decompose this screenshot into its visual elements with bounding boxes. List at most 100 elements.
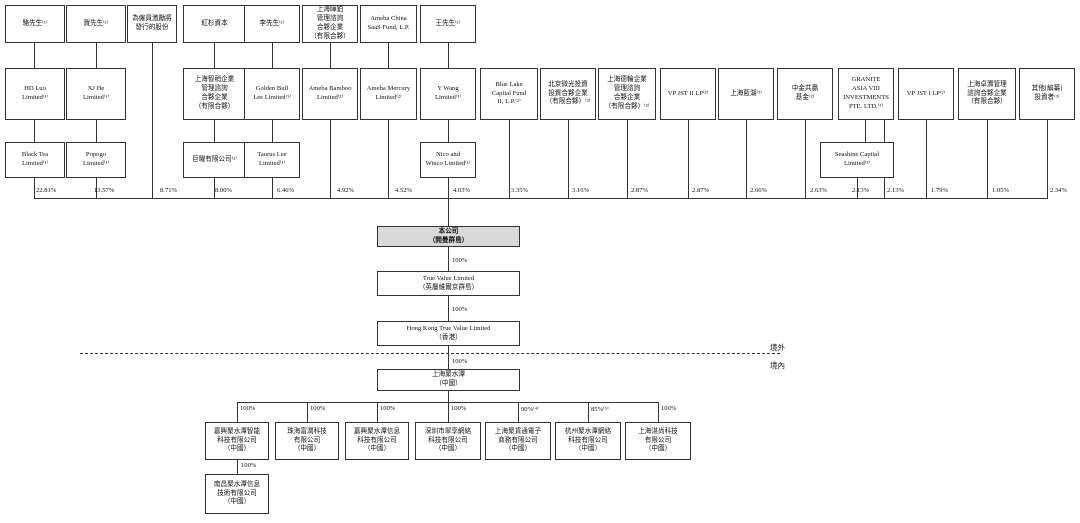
pct-label: 2.13% — [887, 187, 905, 194]
entity-golden-bull-lee: Golden Bull Lee Limited⁽¹⁾ — [244, 68, 300, 120]
subsidiary-hangzhou-jushuitan: 杭州聚水潭網絡 科技有限公司 （中國） — [555, 422, 621, 460]
connector — [448, 402, 449, 422]
connector — [96, 178, 97, 198]
entity-nico-winco: Nico and Winco Limited⁽¹⁾ — [420, 142, 476, 178]
connector — [34, 178, 35, 198]
connector — [96, 120, 97, 142]
entity-beijing-weiguang: 北京微光投資 投資合夥企業 （有限合夥）⁽²⁾ — [540, 68, 596, 120]
pct-label: 100% — [310, 405, 326, 412]
connector — [237, 402, 238, 422]
shareholder-employee-incentive: 為僱員激勵將 發行的股份 — [127, 5, 177, 43]
connector — [152, 43, 153, 198]
connector — [96, 43, 97, 68]
pct-label: 2.63% — [810, 187, 828, 194]
subsidiary-jiaxing-zhineng: 嘉興聚水潭智能 科技有限公司 （中國） — [205, 422, 269, 460]
pct-label: 8.71% — [160, 187, 178, 194]
connector — [272, 120, 273, 142]
pct-label: 2.66% — [750, 187, 768, 194]
entity-xj-he: XJ He Limited⁽¹⁾ — [66, 68, 126, 120]
pct-label: 100% — [241, 462, 257, 469]
pct-label: 13.57% — [94, 187, 115, 194]
connector — [330, 120, 331, 198]
pct-label: 100% — [451, 405, 467, 412]
connector — [448, 247, 449, 271]
shareholder-mr-wang: 王先生⁽¹⁾ — [420, 5, 476, 43]
subsidiary-nanchang-jushuitan: 南昌聚水潭信息 技術有限公司 （中國） — [205, 474, 269, 514]
connector — [214, 178, 215, 198]
pct-label: 2.87% — [631, 187, 649, 194]
shareholder-mr-he: 賀先生⁽¹⁾ — [66, 5, 126, 43]
connector — [448, 43, 449, 68]
onshore-label: 境內 — [770, 361, 785, 370]
connector — [388, 43, 389, 68]
entity-other-investors: 其他[編纂] 投資者⁽³⁾ — [1019, 68, 1075, 120]
connector — [237, 460, 238, 474]
pct-label: 4.52% — [395, 187, 413, 194]
connector — [448, 120, 449, 142]
entity-true-value-bvi: True Value Limited （英屬維爾京群島） — [377, 271, 520, 296]
connector — [1047, 120, 1048, 198]
entity-vp-jst-i: VP JST I LP⁽²⁾ — [898, 68, 954, 120]
pct-label: 2.87% — [692, 187, 710, 194]
entity-seashine: Seashine Capital Limited⁽²⁾ — [820, 142, 894, 178]
entity-shanghai-jushuitan: 上海聚水潭 （中國） — [377, 369, 520, 391]
offshore-label: 境外 — [770, 343, 785, 352]
subsidiary-jiaxing-xinxi: 嘉興聚水潭信息 科技有限公司 （中國） — [345, 422, 409, 460]
entity-popogo: Popogo Limited⁽¹⁾ — [66, 142, 126, 178]
subsidiary-shanghai-zhanshang: 上海湛尚科技 有限公司 （中國） — [625, 422, 691, 460]
connector — [518, 402, 519, 422]
entity-vp-jst-ii: VP JST II LP⁽²⁾ — [660, 68, 716, 120]
connector — [627, 120, 628, 198]
connector — [588, 402, 589, 422]
subsidiary-zhuhai-furun: 珠海富潤科技 有限公司 （中國） — [275, 422, 339, 460]
connector — [272, 178, 273, 198]
pct-label: 4.03% — [453, 187, 471, 194]
connector — [330, 43, 331, 68]
pct-label: 4.92% — [337, 187, 355, 194]
shareholder-shanghai-yebo: 上海曄鉑 管理諮詢 合夥企業 （有限合夥） — [302, 5, 358, 43]
pct-label: 3.35% — [511, 187, 529, 194]
connector — [746, 120, 747, 198]
entity-ameba-mercury: Ameba Mercury Limited⁽²⁾ — [360, 68, 417, 120]
pct-label: 3.16% — [572, 187, 590, 194]
connector — [214, 120, 215, 142]
pct-label: 100% — [240, 405, 256, 412]
shareholder-sequoia: 紅杉資本 — [183, 5, 246, 43]
entity-black-tea: Black Tea Limited⁽¹⁾ — [5, 142, 65, 178]
entity-taurus-lee: Taurus Lee Limited⁽¹⁾ — [244, 142, 300, 178]
shareholder-ameba-china: Ameba China SaaS Fund, L.P. — [360, 5, 417, 43]
pct-label: 22.81% — [36, 187, 57, 194]
connector — [865, 120, 866, 142]
pct-label: 100% — [380, 405, 396, 412]
entity-y-wang: Y Wang Limited⁽¹⁾ — [420, 68, 476, 120]
connector — [307, 402, 308, 422]
entity-shanghai-zhishao: 上海智稍企業 管理諮詢 合夥企業 （有限合夥） — [183, 68, 246, 120]
pct-label: 100% — [452, 358, 468, 365]
entity-juyao: 巨曜有限公司⁽²⁾ — [183, 142, 246, 178]
pct-label: 2.34% — [1050, 187, 1068, 194]
connector — [272, 43, 273, 68]
connector — [377, 402, 378, 422]
offshore-onshore-divider — [80, 353, 780, 354]
connector — [987, 120, 988, 198]
connector — [388, 120, 389, 198]
entity-shanghai-lanhu: 上海藍湖⁽²⁾ — [718, 68, 774, 120]
connector — [857, 178, 858, 198]
pct-label: 85%⁽⁵⁾ — [591, 406, 609, 413]
pct-label: 8.00% — [215, 187, 233, 194]
entity-ameba-bamboo: Ameba Bamboo Limited⁽²⁾ — [302, 68, 358, 120]
connector — [568, 120, 569, 198]
connector — [448, 296, 449, 321]
entity-granite-asia: GRANITE ASIA VIII INVESTMENTS PTE. LTD.⁽… — [838, 68, 894, 120]
connector — [34, 43, 35, 68]
pct-label: 100% — [661, 405, 677, 412]
company-box: 本公司 （開曼群島） — [377, 226, 520, 247]
shareholder-mr-li: 李先生⁽¹⁾ — [244, 5, 300, 43]
pct-label: 1.79% — [931, 187, 949, 194]
pct-label: 90%⁽⁴⁾ — [521, 406, 539, 413]
entity-hk-true-value: Hong Kong True Value Limited （香港） — [377, 321, 520, 346]
connector — [926, 120, 927, 198]
shareholder-bus-line — [34, 198, 1048, 199]
pct-label: 6.46% — [277, 187, 295, 194]
connector — [214, 43, 215, 68]
